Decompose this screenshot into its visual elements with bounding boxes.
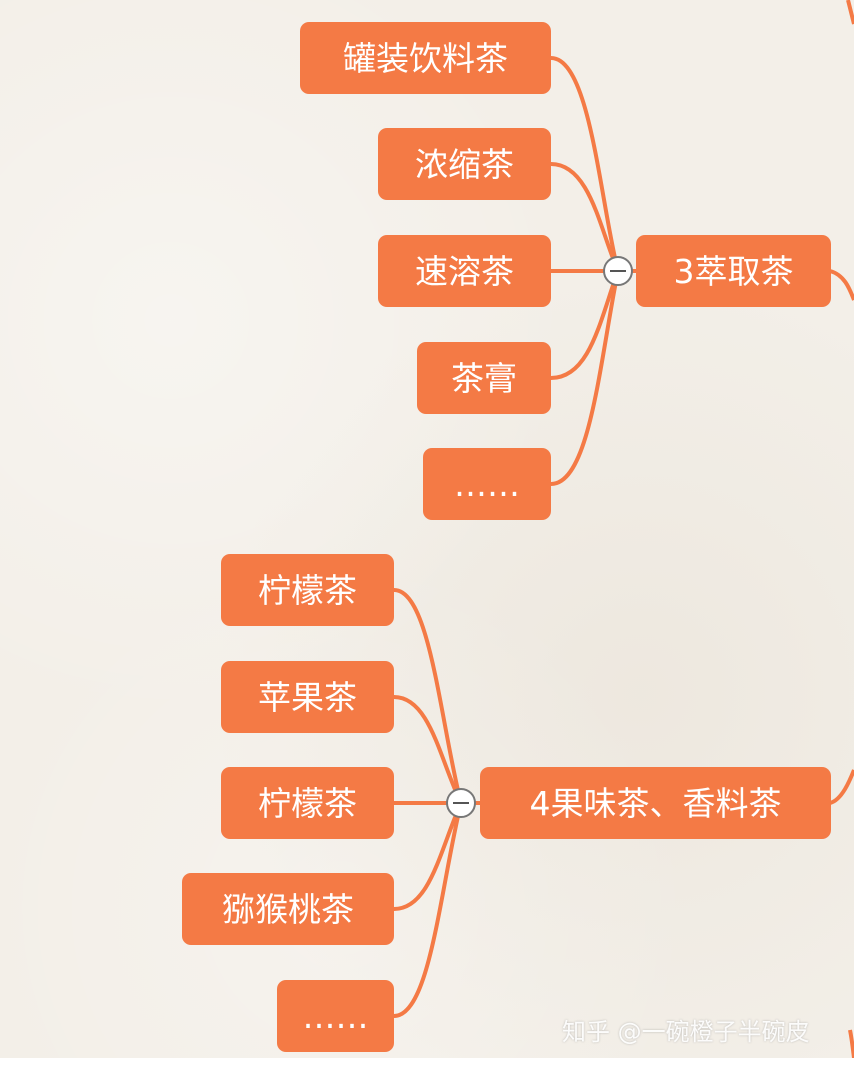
link-root-top	[846, 0, 854, 25]
link-root-bottom	[848, 1029, 854, 1059]
node-kiwi-tea[interactable]: 猕猴桃茶	[182, 873, 394, 945]
node-fruit-more[interactable]: ……	[277, 980, 394, 1052]
node-instant-tea[interactable]: 速溶茶	[378, 235, 551, 307]
node-fruit-spice-tea[interactable]: 4果味茶、香料茶	[480, 767, 831, 839]
collapse-minus-icon[interactable]	[446, 788, 476, 818]
node-canned-tea[interactable]: 罐装饮料茶	[300, 22, 551, 94]
link-fruit-0	[393, 588, 463, 804]
link-extract-1	[550, 162, 620, 272]
node-lemon-tea-2[interactable]: 柠檬茶	[221, 767, 394, 839]
node-apple-tea[interactable]: 苹果茶	[221, 661, 394, 733]
node-extract-tea[interactable]: 3萃取茶	[636, 235, 831, 307]
link-extract-3	[550, 270, 620, 380]
node-lemon-tea-1[interactable]: 柠檬茶	[221, 554, 394, 626]
link-root-fruit	[829, 769, 854, 805]
bottom-strip	[0, 1058, 854, 1068]
watermark: 知乎 @一碗橙子半碗皮	[562, 1018, 810, 1046]
link-fruit-4	[393, 802, 463, 1018]
link-fruit-1	[393, 695, 463, 804]
node-concentrated-tea[interactable]: 浓缩茶	[378, 128, 551, 200]
node-extract-more[interactable]: ……	[423, 448, 551, 520]
node-tea-paste[interactable]: 茶膏	[417, 342, 551, 414]
link-root-extract	[829, 269, 854, 301]
collapse-minus-icon[interactable]	[603, 256, 633, 286]
link-extract-4	[550, 270, 620, 486]
link-extract-0	[550, 56, 620, 272]
link-fruit-3	[393, 802, 463, 911]
